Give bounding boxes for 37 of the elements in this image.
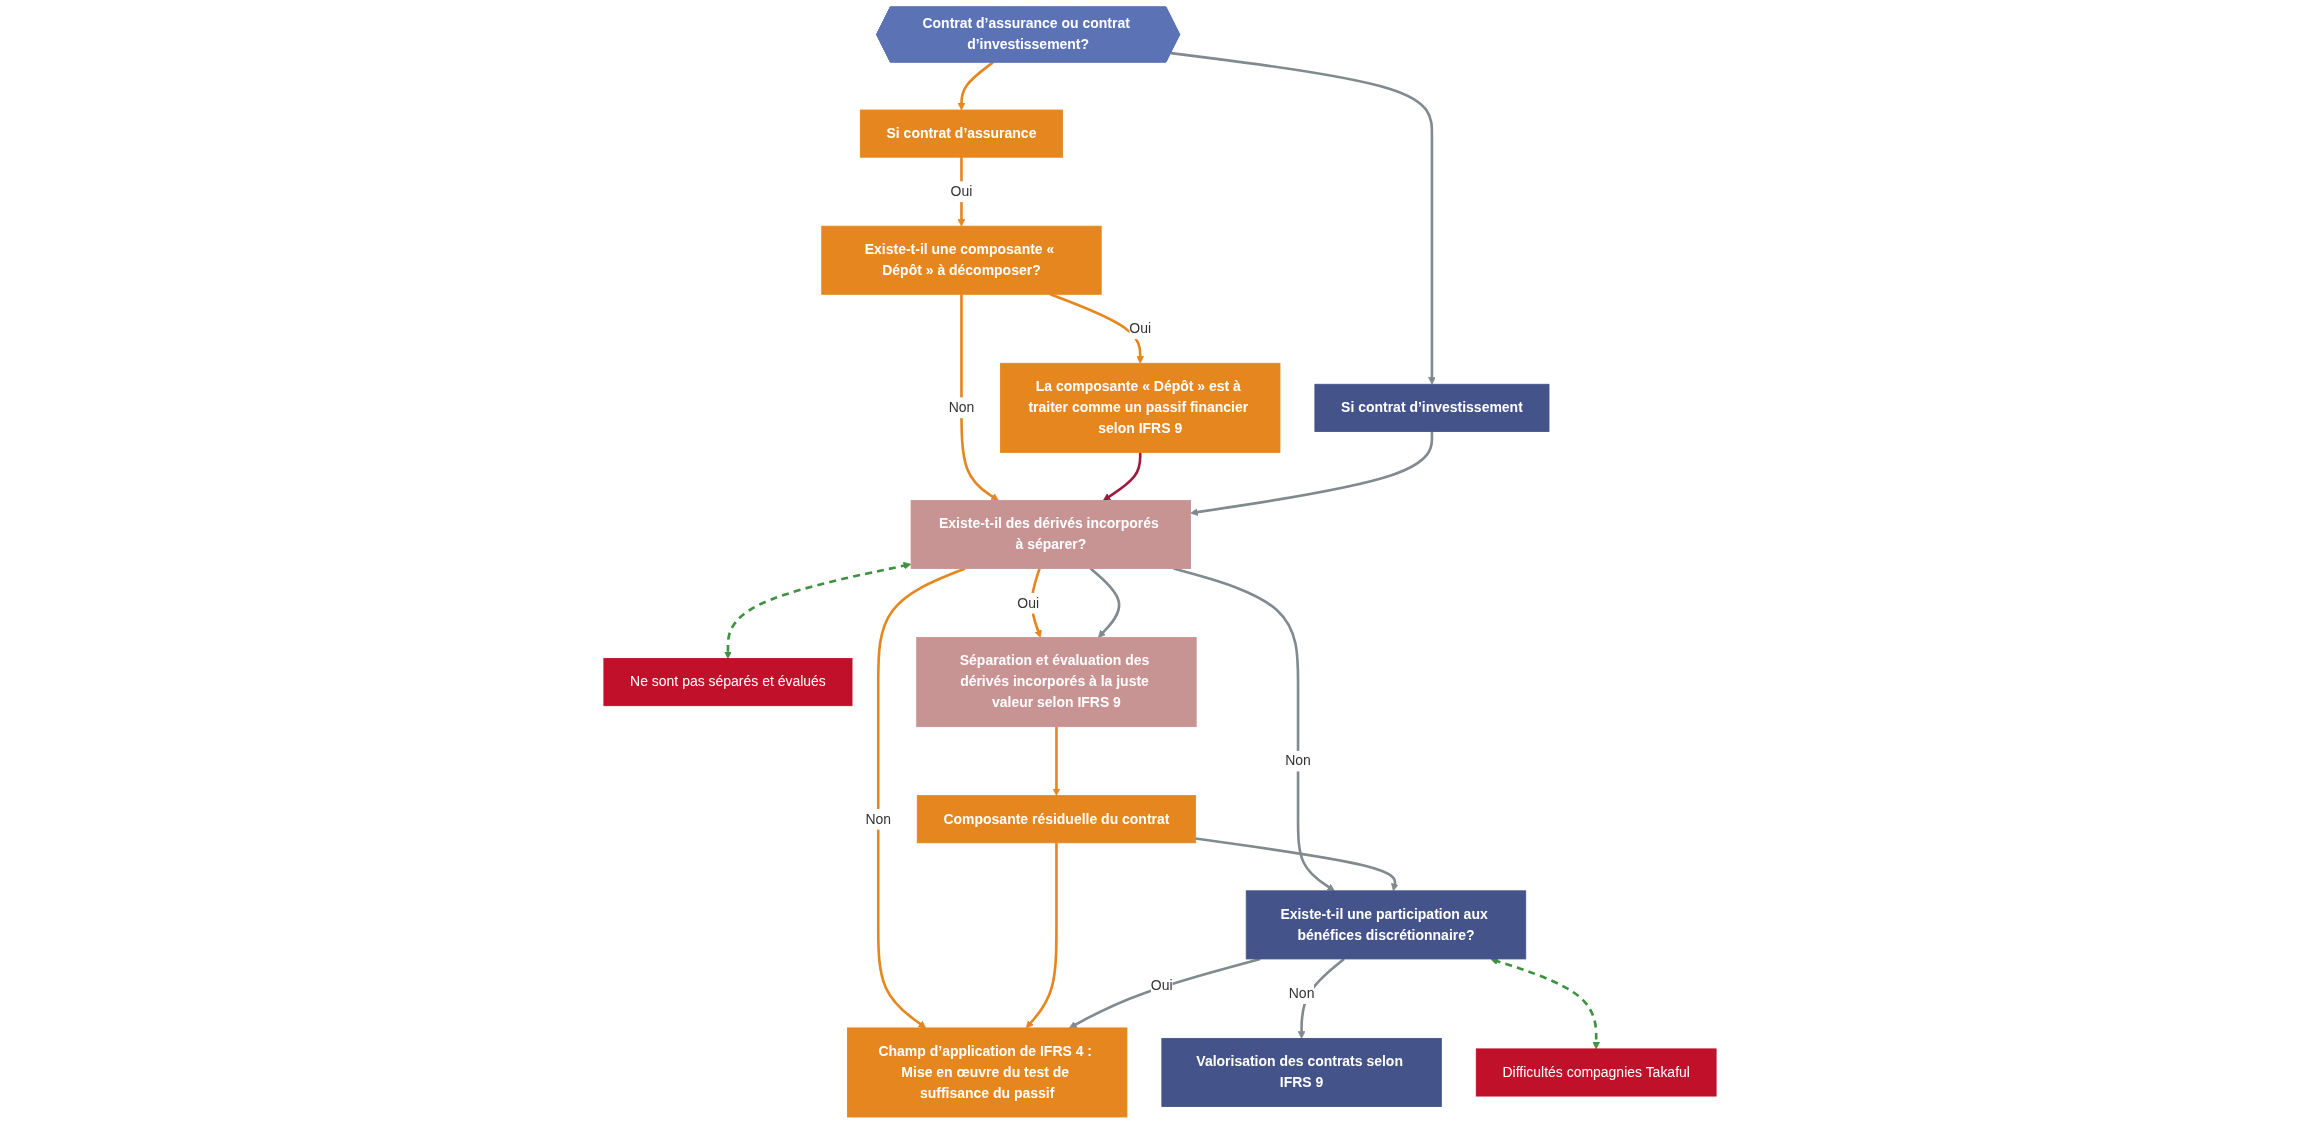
arrow bbox=[724, 561, 912, 659]
edge-label: Non bbox=[865, 811, 892, 827]
arrow bbox=[1052, 726, 1061, 796]
node-box bbox=[603, 658, 853, 707]
node-box bbox=[859, 109, 1064, 158]
arrow bbox=[1030, 568, 1042, 638]
arrow bbox=[1190, 431, 1434, 516]
arrow bbox=[1025, 842, 1058, 1029]
node-box bbox=[916, 795, 1197, 844]
arrow bbox=[1102, 452, 1142, 501]
arrow bbox=[1170, 51, 1436, 385]
node-box bbox=[821, 225, 1102, 295]
edge-label: Oui bbox=[1017, 595, 1040, 611]
node-box bbox=[847, 1027, 1128, 1118]
arrow bbox=[957, 61, 994, 111]
arrow bbox=[876, 567, 966, 1029]
node-box bbox=[1000, 362, 1281, 453]
edge-label: Non bbox=[948, 399, 975, 415]
edge-label: Oui bbox=[950, 183, 973, 199]
arrow bbox=[1195, 837, 1399, 892]
edge-label: Non bbox=[1285, 753, 1311, 769]
node-box bbox=[910, 500, 1191, 569]
arrow bbox=[1173, 567, 1335, 892]
arrow bbox=[1069, 957, 1261, 1029]
edge-label: Non bbox=[1288, 985, 1315, 1001]
node-box bbox=[1161, 1037, 1442, 1107]
arrow bbox=[1049, 293, 1145, 364]
node-box bbox=[1314, 383, 1550, 432]
arrow bbox=[1089, 567, 1121, 638]
node-box bbox=[916, 637, 1197, 728]
edge-label: Oui bbox=[1129, 320, 1152, 336]
arrow bbox=[960, 294, 999, 501]
node-box bbox=[1245, 890, 1527, 960]
node-box bbox=[1475, 1048, 1717, 1097]
arrow bbox=[1490, 957, 1601, 1050]
edge-label: Oui bbox=[1150, 977, 1173, 993]
arrow bbox=[957, 157, 966, 227]
